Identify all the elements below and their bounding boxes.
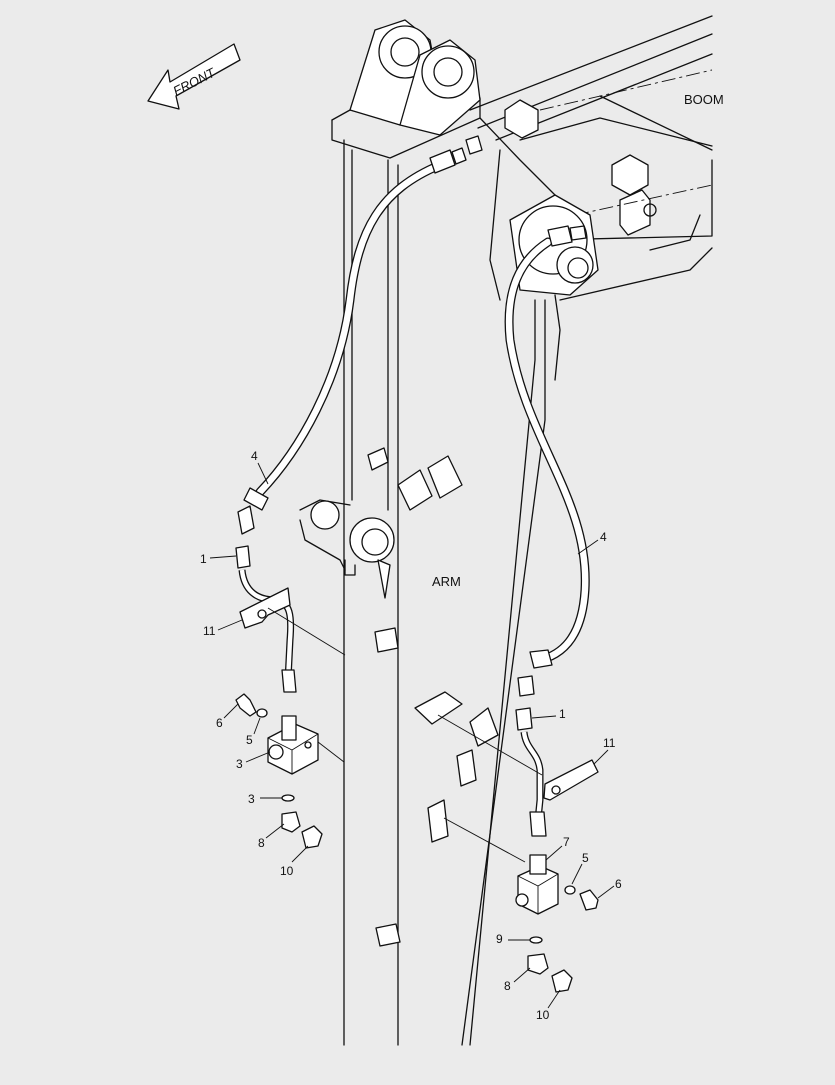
arm-label: ARM <box>432 574 461 589</box>
left-bolt <box>235 693 257 717</box>
callout-right-valve: 7 <box>563 835 570 849</box>
left-hose <box>255 160 445 497</box>
callout-left-bolt: 6 <box>216 716 223 730</box>
callout-left-adapter: 1 <box>200 552 207 566</box>
callout-right-hose: 4 <box>600 530 607 544</box>
callout-right-clamp: 11 <box>603 736 616 750</box>
arm-structure: ARM <box>299 19 599 1046</box>
left-elbow <box>281 811 301 833</box>
callout-left-clamp: 11 <box>203 624 216 638</box>
left-washer <box>256 708 268 718</box>
right-callouts: 4 1 11 7 5 6 9 8 10 <box>496 530 622 1022</box>
right-washer <box>564 885 576 895</box>
boom-label: BOOM <box>684 92 724 107</box>
callout-left-oring: 3 <box>248 792 255 806</box>
right-elbow <box>527 953 549 975</box>
callout-right-elbow: 8 <box>504 979 511 993</box>
left-callouts: 4 1 11 6 5 3 3 8 10 <box>200 449 309 878</box>
callout-left-plug: 10 <box>280 864 294 878</box>
right-clamp <box>543 759 599 801</box>
callout-right-oring: 9 <box>496 932 503 946</box>
boom-structure: BOOM <box>469 15 724 301</box>
left-plug <box>301 825 323 849</box>
left-pipe-adapter <box>235 545 251 569</box>
right-hose-assembly <box>437 225 599 993</box>
callout-right-bolt: 6 <box>615 877 622 891</box>
right-plug <box>551 969 573 993</box>
left-hose-end-fitting <box>243 487 269 511</box>
callout-left-elbow: 8 <box>258 836 265 850</box>
right-hose-end-fitting <box>529 649 553 669</box>
callout-right-adapter: 1 <box>559 707 566 721</box>
callout-right-washer: 5 <box>582 851 589 865</box>
left-oring <box>281 794 295 802</box>
callout-left-hose: 4 <box>251 449 258 463</box>
right-pipe-adapter <box>515 707 533 731</box>
callout-left-washer: 5 <box>246 733 253 747</box>
callout-right-plug: 10 <box>536 1008 550 1022</box>
right-bolt <box>579 889 599 911</box>
callout-left-valve: 3 <box>236 757 243 771</box>
arm-brackets <box>367 447 499 947</box>
left-hose-assembly <box>235 135 483 849</box>
front-arrow: FRONT <box>147 43 241 110</box>
left-clamp <box>239 587 291 629</box>
right-oring <box>529 936 543 944</box>
